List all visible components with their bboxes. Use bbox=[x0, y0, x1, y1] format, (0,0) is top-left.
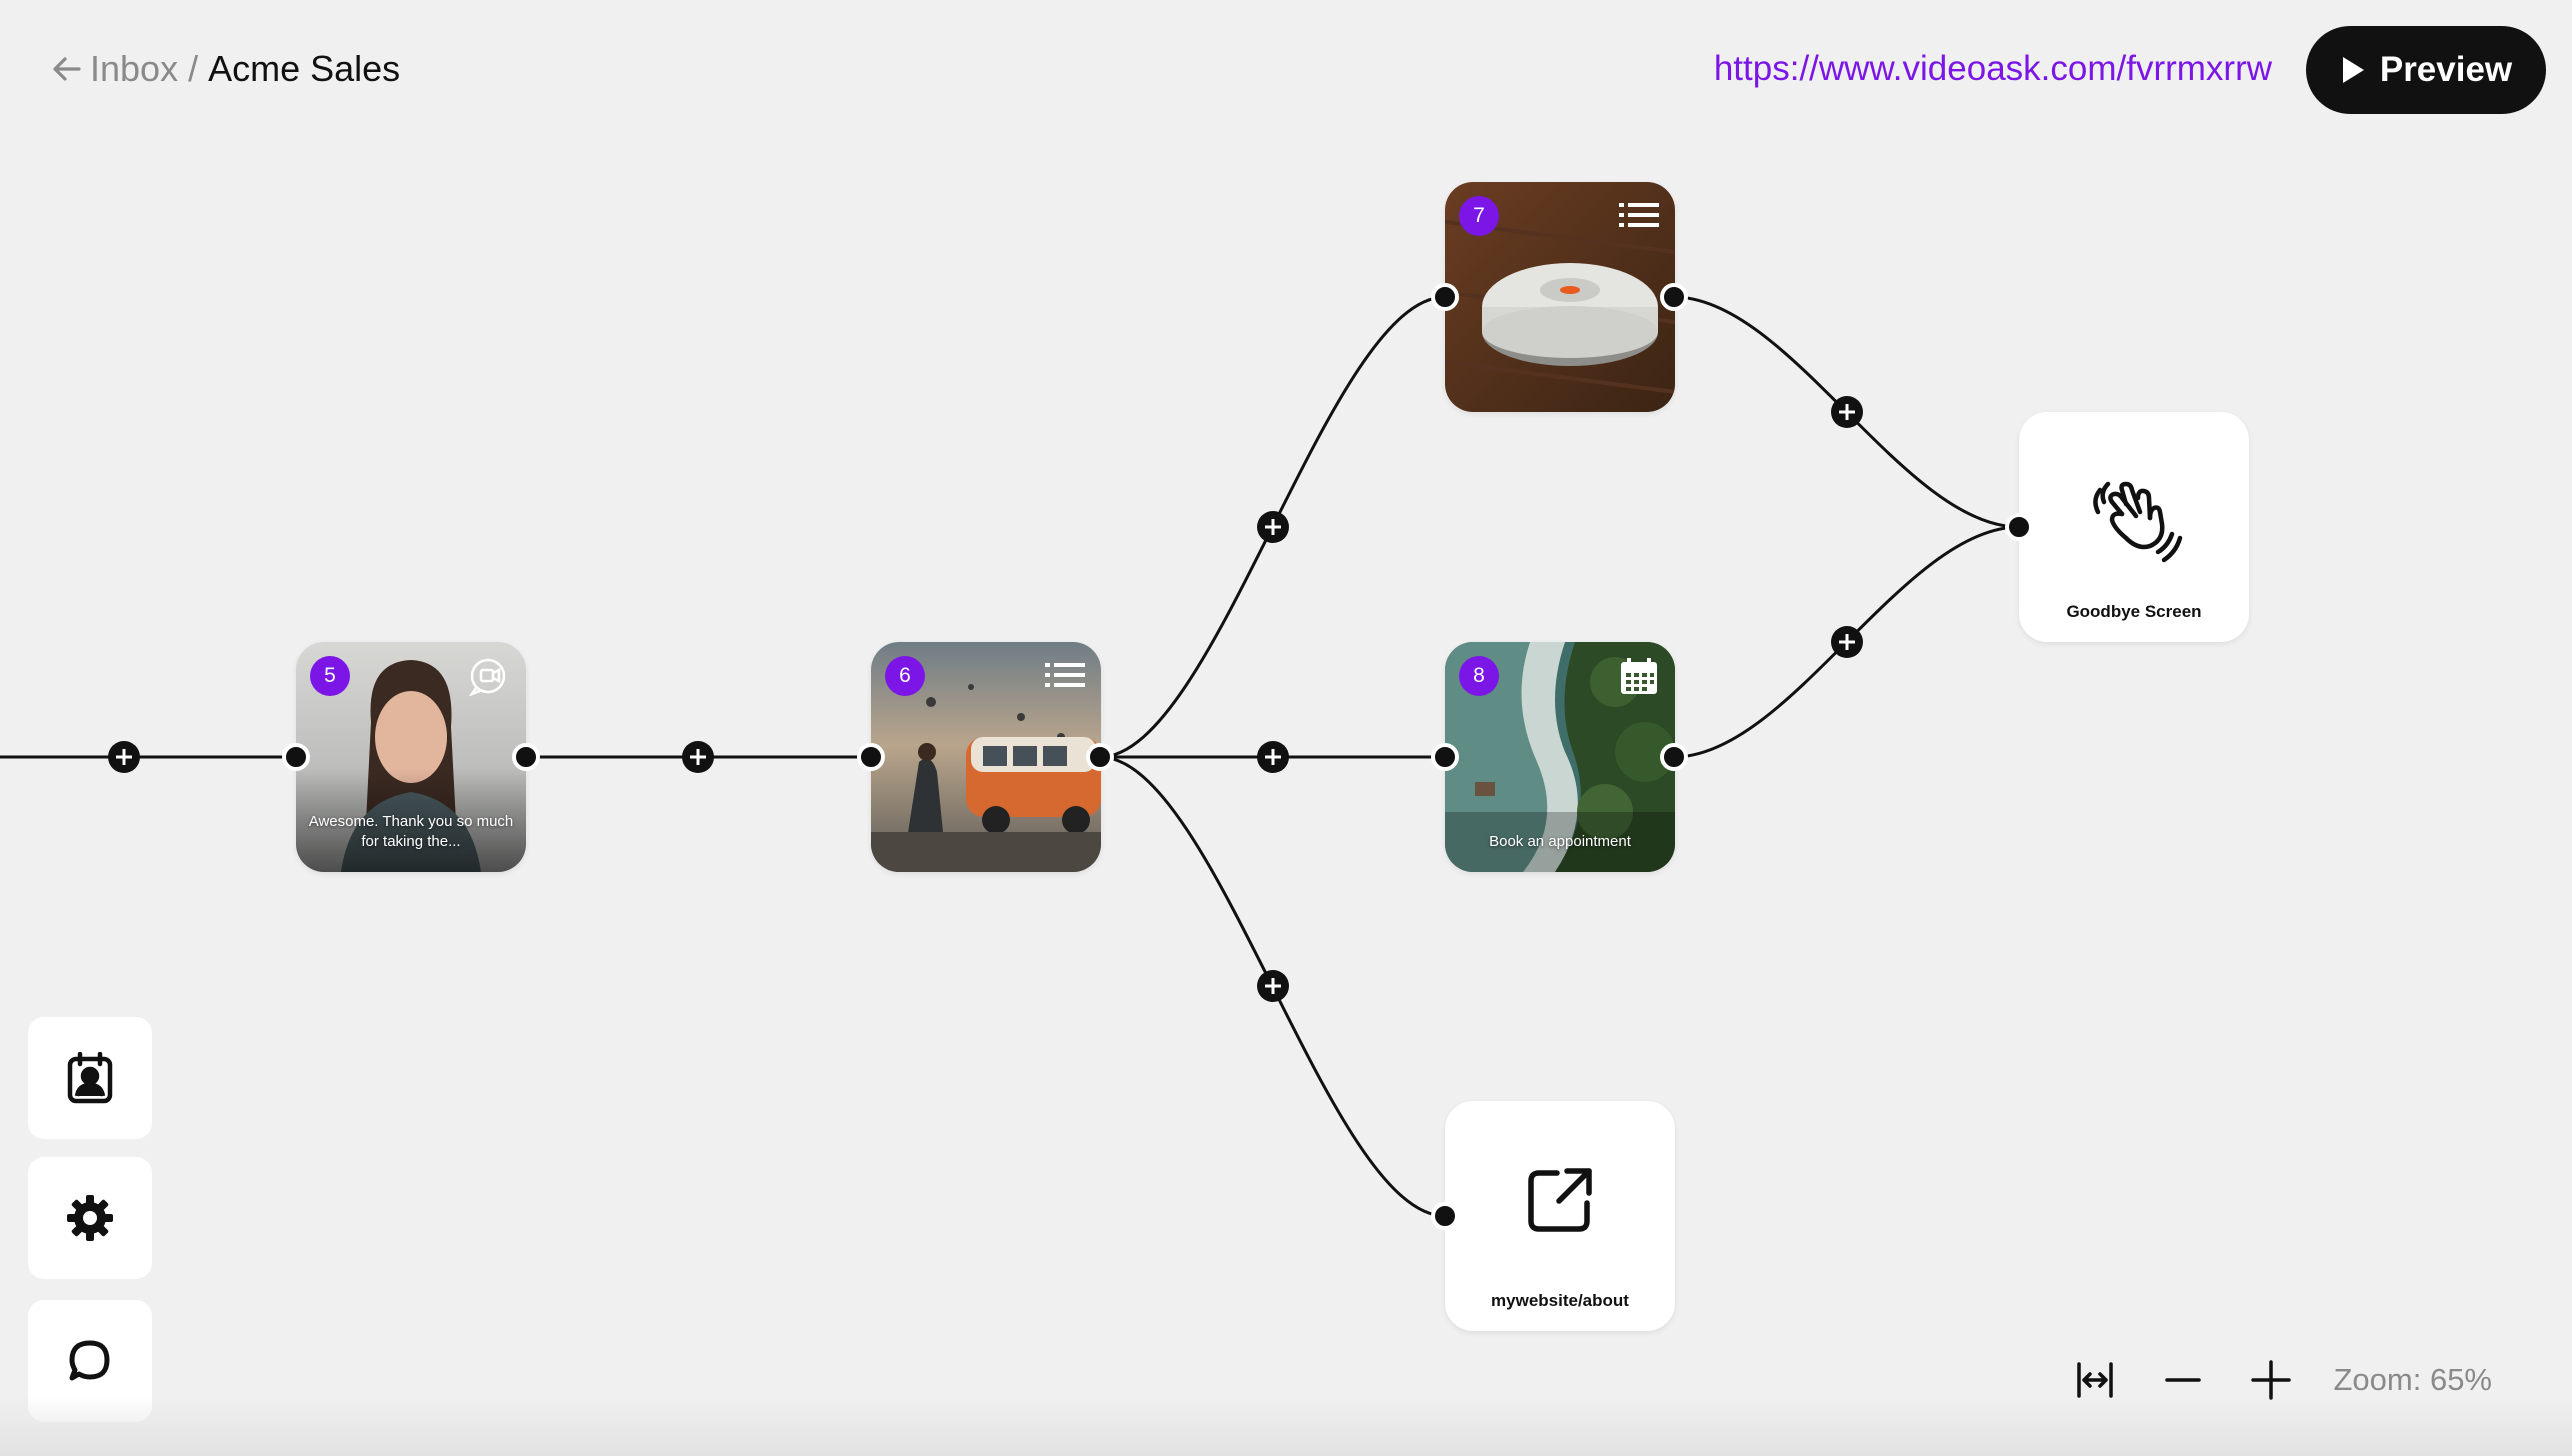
zoom-in-button[interactable] bbox=[2243, 1352, 2299, 1408]
add-step-button[interactable] bbox=[682, 741, 714, 773]
gear-icon bbox=[67, 1195, 113, 1241]
calendar-icon bbox=[1621, 658, 1657, 694]
back-link-label: Inbox bbox=[90, 48, 179, 89]
page-title: Acme Sales bbox=[208, 48, 401, 89]
preview-button-label: Preview bbox=[2379, 50, 2513, 89]
add-step-button[interactable] bbox=[108, 741, 140, 773]
add-step-button[interactable] bbox=[1831, 396, 1863, 428]
flow-node-7[interactable]: 7 bbox=[1445, 182, 1675, 412]
end-screen-label: mywebsite/about bbox=[1491, 1291, 1629, 1310]
contacts-icon bbox=[67, 1052, 113, 1104]
fit-to-screen-button[interactable] bbox=[2067, 1352, 2123, 1408]
step-number-badge: 5 bbox=[310, 656, 350, 696]
zoom-level-label: Zoom: 65% bbox=[2333, 1362, 2492, 1397]
node-thumbnail bbox=[871, 642, 1101, 872]
flow-node-6[interactable]: 6 bbox=[871, 642, 1101, 872]
node-caption: Awesome. Thank you so much for taking th… bbox=[308, 813, 514, 850]
waving-hand-icon bbox=[2093, 481, 2183, 563]
external-link-icon bbox=[1528, 1168, 1592, 1232]
arrow-left-icon bbox=[53, 57, 81, 81]
chat-bubble-icon bbox=[69, 1340, 110, 1381]
breadcrumb-separator: / bbox=[188, 48, 199, 89]
preview-button[interactable]: Preview bbox=[2306, 26, 2546, 114]
settings-button[interactable] bbox=[28, 1157, 152, 1279]
chat-button[interactable] bbox=[28, 1300, 152, 1422]
play-icon bbox=[2342, 57, 2364, 83]
add-step-button[interactable] bbox=[1257, 511, 1289, 543]
zoom-out-button[interactable] bbox=[2155, 1352, 2211, 1408]
video-answer-icon bbox=[469, 658, 506, 696]
contacts-button[interactable] bbox=[28, 1017, 152, 1139]
end-screen-label: Goodbye Screen bbox=[2066, 602, 2202, 621]
goodbye-screen-node[interactable]: Goodbye Screen bbox=[2019, 412, 2249, 642]
minus-icon bbox=[2165, 1378, 2202, 1382]
node-caption: Book an appointment bbox=[1489, 833, 1631, 850]
redirect-url-node[interactable]: mywebsite/about bbox=[1445, 1101, 1675, 1331]
flow-node-8[interactable]: 8 Book an appointment bbox=[1445, 642, 1675, 872]
add-step-button[interactable] bbox=[1257, 970, 1289, 1002]
fit-width-icon bbox=[2077, 1362, 2114, 1398]
share-url-link[interactable]: https://www.videoask.com/fvrrmxrrw bbox=[1713, 49, 2272, 88]
back-to-inbox-link[interactable]: Inbox bbox=[52, 48, 178, 90]
add-step-button[interactable] bbox=[1831, 626, 1863, 658]
zoom-controls: Zoom: 65% bbox=[2067, 1352, 2492, 1408]
plus-icon bbox=[2251, 1360, 2292, 1400]
node-thumbnail bbox=[296, 642, 526, 872]
multiple-choice-icon bbox=[1045, 663, 1085, 687]
flow-node-5[interactable]: 5 Awesome. Thank you so much for taking … bbox=[296, 642, 526, 872]
breadcrumb: Inbox / Acme Sales bbox=[52, 44, 400, 94]
step-number-badge: 6 bbox=[885, 656, 925, 696]
step-number-badge: 8 bbox=[1459, 656, 1499, 696]
step-number-badge: 7 bbox=[1459, 196, 1499, 236]
multiple-choice-icon bbox=[1619, 203, 1659, 227]
add-step-button[interactable] bbox=[1257, 741, 1289, 773]
